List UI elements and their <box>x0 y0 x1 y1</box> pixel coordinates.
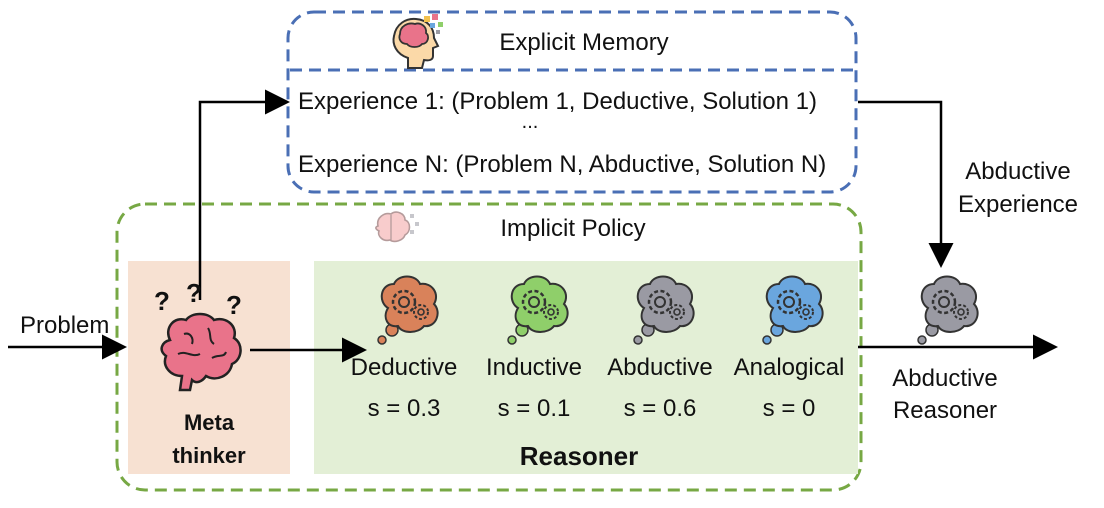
reasoner-type-name: Abductive <box>607 354 713 381</box>
reasoner-type-name: Inductive <box>485 354 583 381</box>
reasoner-type-score: s = 0.6 <box>623 395 697 422</box>
svg-text:?: ? <box>186 278 202 308</box>
explicit-memory-title: Explicit Memory <box>499 29 669 56</box>
output-label-line2: Reasoner <box>892 397 998 424</box>
abductive-reasoning-icon <box>633 275 695 345</box>
thinking-brain-icon: ? ? ? <box>154 278 242 392</box>
reasoner-type-score: s = 0 <box>762 395 816 422</box>
analogical-reasoning-icon <box>762 275 824 345</box>
abductive-experience-line2: Experience <box>957 191 1079 218</box>
head-memory-icon <box>392 14 443 69</box>
reasoner-label: Reasoner <box>519 441 639 471</box>
problem-label: Problem <box>20 312 110 339</box>
svg-text:?: ? <box>226 290 242 320</box>
faded-brain-icon <box>375 211 419 243</box>
svg-text:?: ? <box>154 286 170 316</box>
meta-thinker-label-line2: thinker <box>172 443 246 468</box>
reasoner-type-name: Deductive <box>350 354 458 381</box>
deductive-reasoning-icon <box>377 275 439 345</box>
inductive-reasoning-icon <box>507 275 569 345</box>
reasoner-type-name: Analogical <box>733 354 845 381</box>
reasoner-type-score: s = 0.3 <box>367 395 441 422</box>
meta-to-memory-arrow <box>198 89 290 300</box>
implicit-policy-title: Implicit Policy <box>500 215 646 242</box>
abductive-experience-line1: Abductive <box>965 158 1071 185</box>
experience-n: Experience N: (Problem N, Abductive, Sol… <box>298 151 827 178</box>
abductive-reasoner-icon <box>917 275 979 345</box>
output-label-line1: Abductive <box>892 365 998 392</box>
memory-to-output-arrow <box>858 100 954 268</box>
experience-1: Experience 1: (Problem 1, Deductive, Sol… <box>298 88 817 115</box>
reasoner-type-score: s = 0.1 <box>497 395 571 422</box>
experience-ellipsis: ... <box>521 111 539 133</box>
meta-thinker-label-line1: Meta <box>183 410 235 435</box>
